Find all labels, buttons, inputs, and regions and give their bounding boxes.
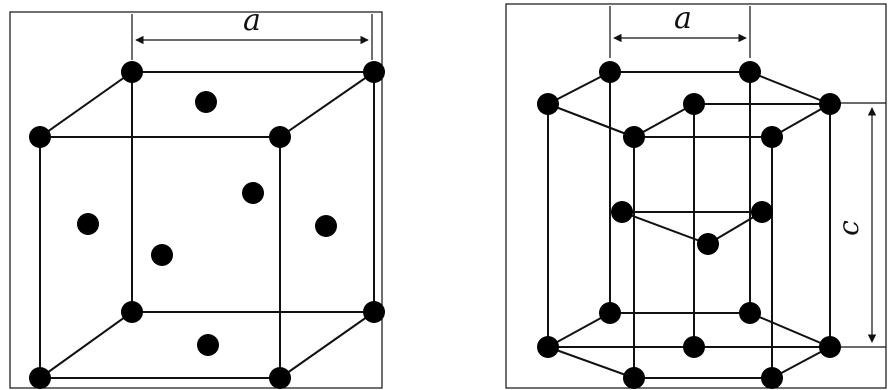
atom	[121, 301, 143, 323]
atom	[537, 336, 559, 358]
fcc-dimension-a-label: a	[243, 3, 261, 38]
atom	[683, 93, 705, 115]
atom	[537, 93, 559, 115]
atom	[29, 367, 51, 389]
atom	[761, 367, 783, 389]
fcc-dimension-a: a	[131, 3, 373, 60]
hcp-dimension-a-label: a	[674, 1, 692, 36]
hcp-frame	[505, 3, 887, 389]
atom	[363, 301, 385, 323]
hcp-bottom-atoms	[537, 302, 841, 389]
fcc-unit-cell: a	[9, 3, 385, 389]
hcp-dimension-c: c	[832, 102, 886, 348]
hcp-unit-cell: a c	[505, 1, 887, 389]
hcp-top-atoms	[537, 61, 841, 148]
atom	[269, 126, 291, 148]
atom	[197, 334, 219, 356]
atom	[739, 302, 761, 324]
atom	[697, 233, 719, 255]
atom	[242, 182, 264, 204]
atom	[315, 215, 337, 237]
hcp-prism-edges	[545, 71, 833, 379]
atom	[623, 126, 645, 148]
atom	[761, 126, 783, 148]
atom	[121, 61, 143, 83]
atom	[29, 126, 51, 148]
fcc-corner-atoms	[29, 61, 385, 389]
atom	[683, 336, 705, 358]
atom	[751, 201, 773, 223]
hcp-dimension-c-label: c	[832, 220, 865, 236]
atom	[623, 367, 645, 389]
atom	[195, 91, 217, 113]
fcc-face-atoms	[77, 91, 337, 356]
atom	[363, 61, 385, 83]
atom	[611, 201, 633, 223]
hcp-middle-atoms	[611, 201, 773, 255]
atom	[599, 302, 621, 324]
atom	[151, 244, 173, 266]
atom	[77, 213, 99, 235]
atom	[739, 61, 761, 83]
atom	[819, 93, 841, 115]
atom	[599, 61, 621, 83]
hcp-dimension-a: a	[609, 1, 751, 58]
fcc-cube-edges	[39, 71, 375, 379]
atom	[269, 367, 291, 389]
atom	[819, 336, 841, 358]
fcc-frame	[9, 11, 383, 389]
